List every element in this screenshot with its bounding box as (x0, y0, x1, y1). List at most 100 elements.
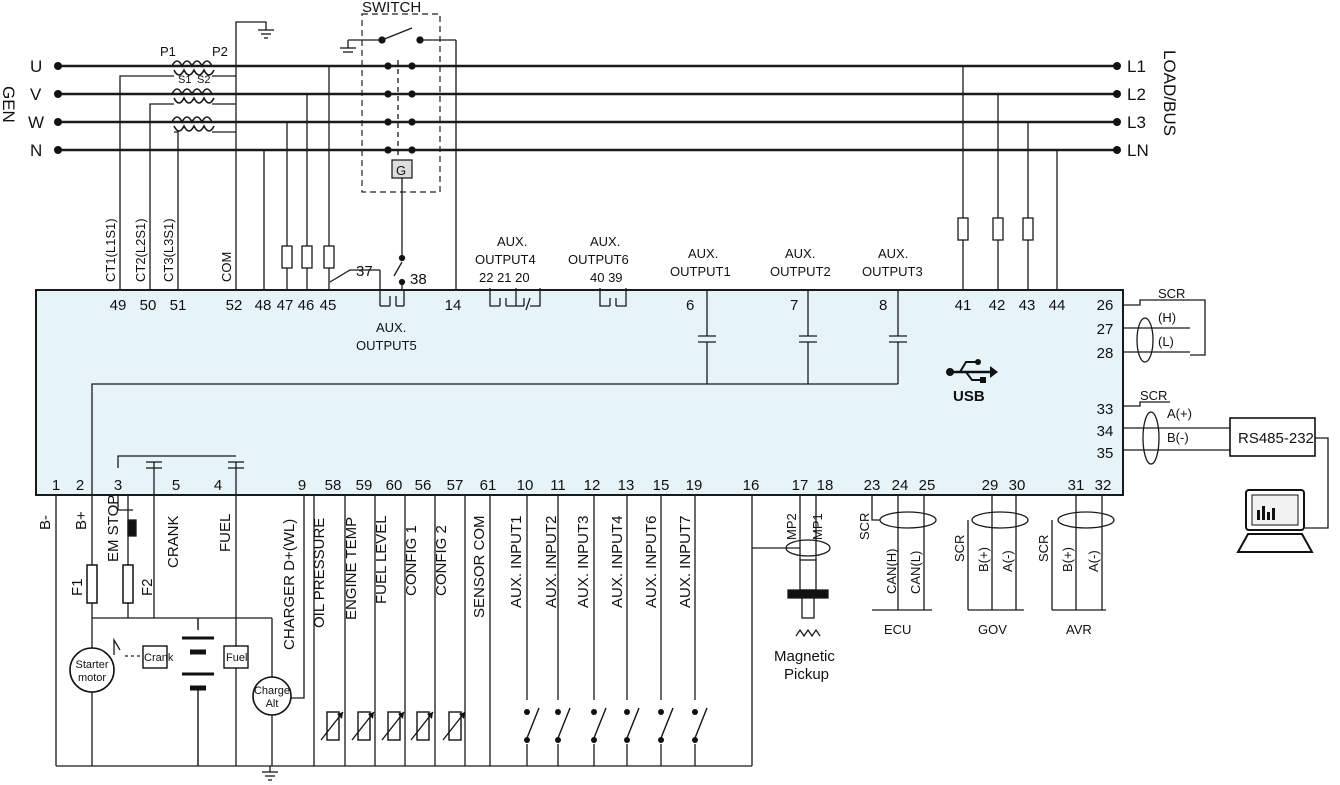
pin-49: 49 (110, 297, 127, 314)
can-wiring (1123, 299, 1206, 363)
rs485-converter-label: RS485-232 (1238, 430, 1314, 447)
aux-input-switch (524, 700, 540, 744)
label-em-stop: EM STOP (105, 495, 122, 562)
gen-line-v: V (30, 85, 42, 104)
label-oil: OIL PRESSURE (311, 518, 328, 628)
label-fuel: FUEL (217, 514, 234, 552)
fuse-f2 (122, 564, 134, 604)
aux1-label2: OUTPUT1 (670, 264, 731, 279)
pin-58: 58 (325, 477, 342, 494)
sensor-resistors (320, 711, 466, 741)
ct-p2: P2 (212, 44, 228, 59)
fuel-relay-label: Fuel (226, 652, 247, 664)
charge-label2: Alt (266, 698, 279, 710)
pin-52: 52 (226, 297, 243, 314)
pin-44: 44 (1049, 297, 1066, 314)
gen-line-n: N (30, 141, 42, 160)
aux2-label1: AUX. (785, 246, 815, 261)
aux5-pin38: 38 (410, 271, 427, 288)
sensor-resistor (381, 711, 405, 741)
aux3-label2: OUTPUT3 (862, 264, 923, 279)
starter-label2: motor (78, 672, 106, 684)
pin-25: 25 (919, 477, 936, 494)
fuse-f1-label: F1 (69, 578, 86, 596)
label-aux-input7: AUX. INPUT7 (677, 515, 694, 608)
mp1-label: MP1 (810, 513, 825, 540)
usb-icon (946, 359, 998, 383)
ecu-wiring (871, 495, 937, 611)
pin-2: 2 (76, 477, 84, 494)
load-sense-wiring (957, 66, 1058, 290)
rs485-converter-box (1229, 417, 1316, 457)
pin-48: 48 (255, 297, 272, 314)
pin-30: 30 (1009, 477, 1026, 494)
pin-18: 18 (817, 477, 834, 494)
aux1-label1: AUX. (688, 246, 718, 261)
aux-input-switch (555, 700, 571, 744)
load-line-ln: LN (1127, 141, 1149, 160)
pin-26: 26 (1097, 297, 1114, 314)
pin-60: 60 (386, 477, 403, 494)
aux-input-switch (692, 700, 708, 744)
switch-box (361, 13, 441, 193)
crank-relay-label: Crank (144, 652, 174, 664)
pin-19: 19 (686, 477, 703, 494)
load-line-l2: L2 (1127, 85, 1146, 104)
laptop-icon (1236, 489, 1314, 553)
fuse-f1 (86, 564, 98, 604)
switch-label: SWITCH (362, 0, 421, 16)
gen-line-u: U (30, 57, 42, 76)
pin-47: 47 (277, 297, 294, 314)
pin-14: 14 (445, 297, 462, 314)
aux6-contact (599, 288, 627, 307)
pin-43: 43 (1019, 297, 1036, 314)
aux5-contact (379, 270, 405, 307)
pin-34: 34 (1097, 423, 1114, 440)
pickup-label2: Pickup (784, 666, 829, 683)
starter-motor (69, 647, 115, 693)
aux2-pin: 7 (790, 297, 798, 314)
pin-16: 16 (743, 477, 760, 494)
aux1-pin: 6 (686, 297, 694, 314)
ct-wiring (119, 21, 274, 290)
bottom-wiring (55, 455, 800, 767)
ecu-canh: CAN(H) (884, 549, 899, 595)
load-line-l3: L3 (1127, 113, 1146, 132)
com-label: COM (219, 252, 234, 282)
label-aux-input2: AUX. INPUT2 (543, 515, 560, 608)
pin-15: 15 (653, 477, 670, 494)
aux6-pins: 40 39 (590, 270, 623, 285)
fuel-relay-box (223, 645, 249, 669)
gen-line-w: W (28, 113, 44, 132)
aux-output-contacts (91, 290, 907, 495)
load-line-l1: L1 (1127, 57, 1146, 76)
label-aux-input1: AUX. INPUT1 (508, 515, 525, 608)
mp2-label: MP2 (784, 513, 799, 540)
pin-51: 51 (170, 297, 187, 314)
rs485-b: B(-) (1167, 430, 1189, 445)
starter-relay (113, 637, 142, 657)
pickup-label1: Magnetic (774, 648, 835, 665)
aux-input-switch (591, 700, 607, 744)
pin-17: 17 (792, 477, 809, 494)
pin-29: 29 (982, 477, 999, 494)
sensor-resistor (320, 711, 344, 741)
label-b-plus: B+ (73, 511, 90, 530)
aux-input-switches (524, 700, 708, 744)
gov-scr: SCR (952, 535, 967, 562)
label-charger: CHARGER D+(WL) (281, 519, 298, 650)
pin-41: 41 (955, 297, 972, 314)
ct-s2: S2 (197, 74, 210, 86)
pin-3: 3 (114, 477, 122, 494)
voltage-sense-wiring (263, 66, 335, 290)
pin-27: 27 (1097, 321, 1114, 338)
rs485-wiring (1123, 401, 1329, 529)
label-aux-input6: AUX. INPUT6 (643, 515, 660, 608)
switch-contacts (329, 27, 457, 290)
ct-p1: P1 (160, 44, 176, 59)
switch-g: G (396, 163, 406, 178)
pin-28: 28 (1097, 345, 1114, 362)
pin-23: 23 (864, 477, 881, 494)
gov-wiring (967, 495, 1029, 611)
